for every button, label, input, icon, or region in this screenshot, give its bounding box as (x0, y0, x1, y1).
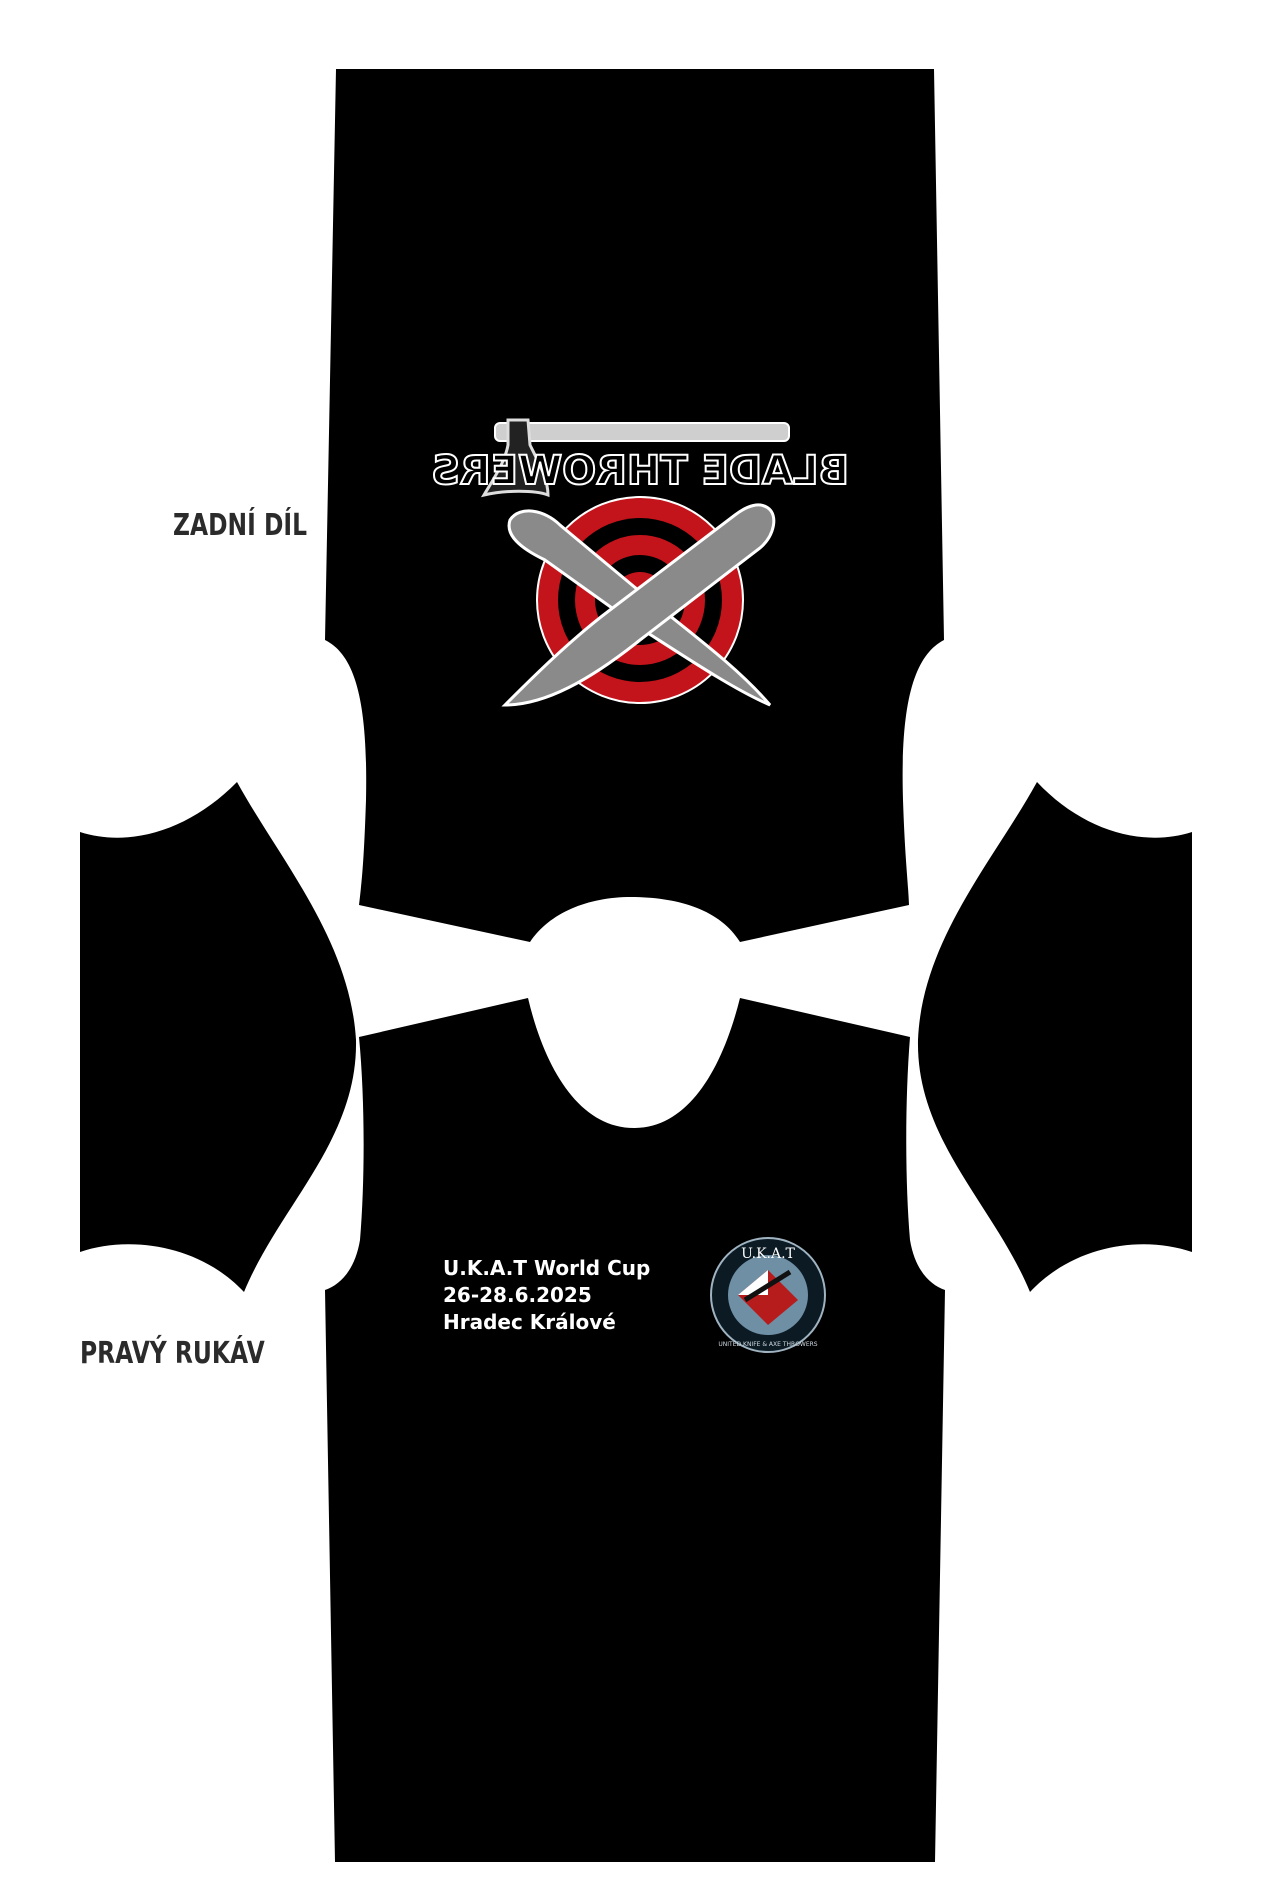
axe-handle-icon (494, 422, 790, 442)
axe-target-knives-logo: BLADE THROWERS (430, 418, 850, 707)
right-sleeve (917, 782, 1192, 1292)
front-print-text: U.K.A.T World Cup 26-28.6.2025 Hradec Kr… (443, 1255, 650, 1336)
event-title: U.K.A.T World Cup (443, 1256, 651, 1280)
front-panel (325, 998, 945, 1862)
ukat-globe-logo: U.K.A.T UNITED KNIFE & AXE THROWERS (710, 1237, 826, 1353)
back-panel-label: ZADNÍ DÍL (173, 508, 307, 543)
event-location: Hradec Králové (443, 1310, 616, 1334)
ukat-logo-title: U.K.A.T (741, 1246, 795, 1262)
right-sleeve-label: PRAVÝ RUKÁV (80, 1336, 265, 1371)
knife-blade-icon (501, 503, 776, 707)
event-dates: 26-28.6.2025 (443, 1283, 592, 1307)
axe-head-icon (480, 418, 550, 498)
blade-throwers-logo-text: BLADE THROWERS (431, 448, 849, 494)
ukat-ring-text: UNITED KNIFE & AXE THROWERS (718, 1341, 817, 1348)
left-sleeve (80, 782, 357, 1292)
